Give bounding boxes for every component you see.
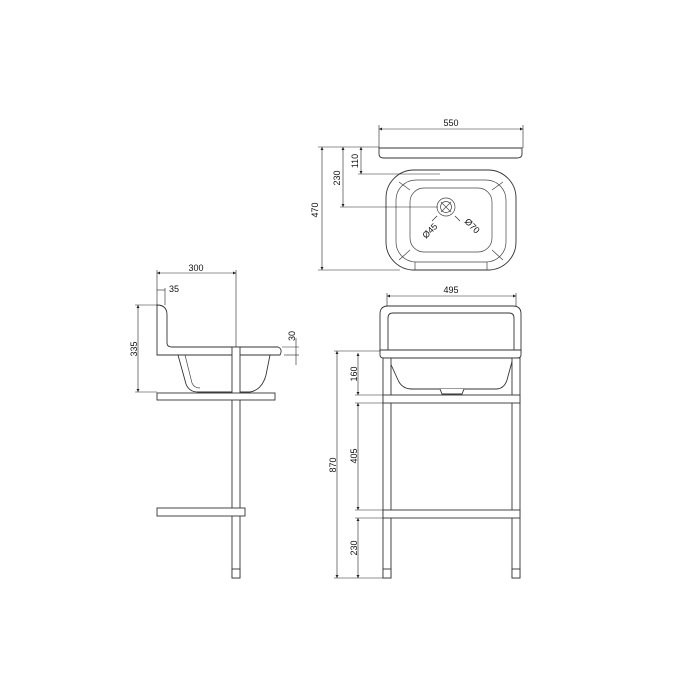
basin-to-shelf-label: 160: [349, 366, 359, 381]
side-leg: [231, 346, 241, 579]
tap-offset-label: 110: [350, 154, 360, 168]
front-towel-rail: [379, 305, 522, 353]
upstand-label: 35: [169, 284, 179, 294]
top-ledge: [378, 147, 523, 159]
front-upper-shelf: [382, 394, 521, 404]
side-foot: [231, 568, 241, 579]
basin-outer-rim: [385, 169, 517, 271]
side-basin-bowl: [177, 354, 271, 393]
side-view: 300 35 335 30: [129, 263, 299, 579]
top-depth-label: 470: [310, 202, 320, 217]
front-left-leg: [382, 357, 392, 579]
lower-shelf-label: 230: [349, 540, 359, 555]
side-upper-shelf: [156, 392, 276, 401]
basin-bowl: [409, 187, 493, 253]
top-width-label: 550: [443, 118, 458, 128]
rim-label: 30: [287, 331, 297, 341]
front-left-foot: [382, 568, 392, 579]
front-width-label: 495: [443, 285, 458, 295]
side-depth-label: 300: [188, 263, 203, 273]
front-right-leg: [511, 357, 521, 579]
drain-offset-label: 230: [332, 170, 342, 185]
front-basin-bowl: [387, 357, 514, 390]
total-height-label: 870: [328, 457, 338, 472]
front-right-foot: [511, 568, 521, 579]
front-drain: [439, 388, 465, 395]
top-view: 550 470 230 110 Ø45 Ø70: [310, 118, 524, 271]
drain-inner: [440, 201, 452, 213]
side-height-label: 335: [129, 341, 139, 356]
basin-inner-rim: [395, 179, 507, 263]
front-view: 495 870 160 405 230: [328, 285, 522, 579]
side-lower-shelf: [156, 507, 246, 517]
shelf-gap-label: 405: [349, 448, 359, 463]
side-basin-rim: [156, 304, 282, 356]
front-lower-shelf: [382, 509, 521, 519]
front-basin-rim: [379, 349, 522, 359]
